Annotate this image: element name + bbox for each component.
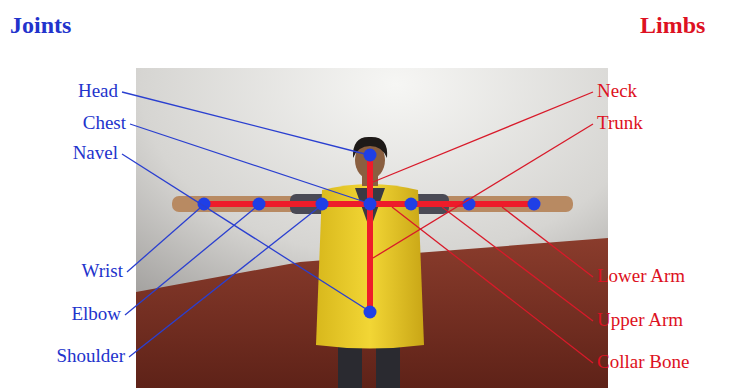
joint-label: Elbow xyxy=(71,304,121,325)
joint-dot xyxy=(364,306,377,319)
leader-line xyxy=(373,92,593,182)
leader-line xyxy=(125,208,255,315)
limb-label: Trunk xyxy=(597,113,643,134)
joint-dot xyxy=(405,198,418,211)
wall xyxy=(136,68,608,388)
heading: Joints xyxy=(10,12,71,38)
joint-label: Navel xyxy=(73,143,118,164)
joint-dot xyxy=(528,198,541,211)
limb-label: Upper Arm xyxy=(597,310,683,331)
joint-label: Head xyxy=(78,81,118,102)
limb-label: Lower Arm xyxy=(597,266,685,287)
joint-dot xyxy=(364,198,377,211)
leader-line xyxy=(129,208,318,357)
joint-label: Chest xyxy=(83,113,126,134)
limb-label: Collar Bone xyxy=(597,352,689,373)
leader-line xyxy=(122,92,365,154)
heading: Limbs xyxy=(640,12,705,38)
leader-line xyxy=(130,124,365,202)
skeleton xyxy=(204,155,534,312)
leader-line xyxy=(122,154,366,309)
joint-label: Shoulder xyxy=(56,346,125,367)
limb-label: Neck xyxy=(597,81,637,102)
limb-line xyxy=(367,155,373,312)
joints xyxy=(198,149,541,319)
leader-line xyxy=(392,207,593,363)
leader-lines xyxy=(122,92,366,357)
leader-line xyxy=(502,207,593,277)
joint-label: Wrist xyxy=(82,261,123,282)
joint-dot xyxy=(364,149,377,162)
leader-lines xyxy=(373,92,593,363)
